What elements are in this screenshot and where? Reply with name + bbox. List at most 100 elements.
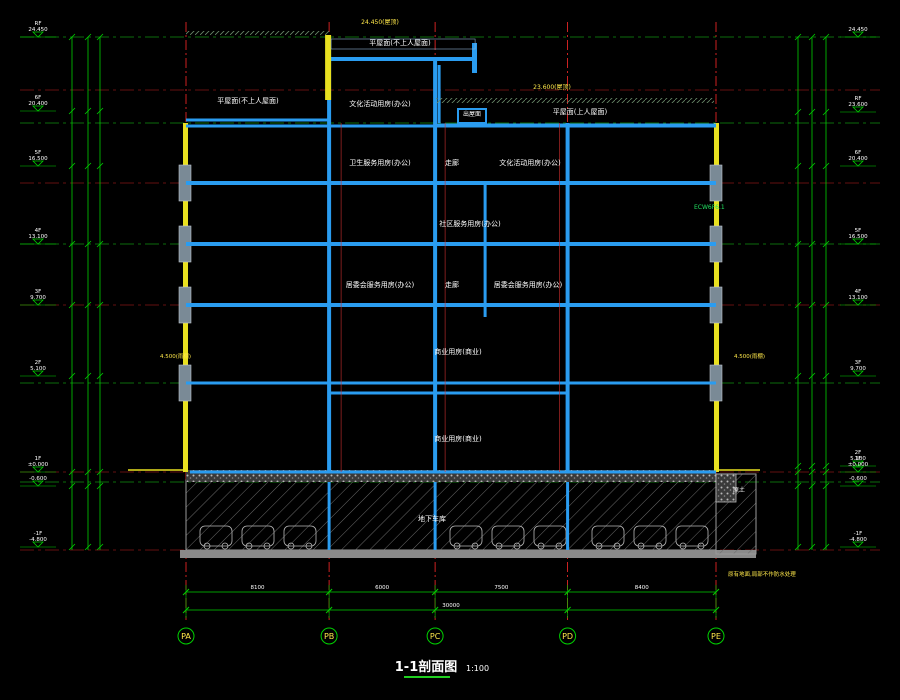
upper-glazing <box>325 35 332 100</box>
ladder-tick <box>794 462 802 470</box>
ladder-tick <box>84 372 92 380</box>
axis-label-PD: PD <box>562 632 573 641</box>
corner-label: 原土 <box>733 486 745 494</box>
level-elevation-label: -4.800 <box>849 537 867 543</box>
car-wheel <box>203 542 211 550</box>
ladder-tick <box>794 33 802 41</box>
level-floor-label: 5F <box>855 228 862 234</box>
ladder-tick <box>68 107 76 115</box>
ladder-tick <box>96 33 104 41</box>
elevation-marker <box>852 480 864 487</box>
floor2-room-label: 商业用房(商业) <box>434 347 482 356</box>
level-floor-label: 2F <box>35 360 42 366</box>
roof-column-c <box>433 57 438 123</box>
car-wheel <box>471 542 479 550</box>
level-elevation-label: 9.700 <box>30 295 46 301</box>
ladder-tick <box>822 162 830 170</box>
axis-bubble-PE <box>707 627 725 645</box>
floor-slab <box>186 242 716 246</box>
level-floor-label: 1F <box>35 456 42 462</box>
level-floor-label: 3F <box>855 360 862 366</box>
total-dimension: 30000 <box>442 603 460 609</box>
ladder-tick <box>68 372 76 380</box>
window-right-note: ECW6F6.1 <box>694 204 725 211</box>
floor3-corridor-label: 走廊 <box>445 280 459 289</box>
level-floor-label: 4F <box>35 228 42 234</box>
elevation-marker <box>32 466 44 473</box>
elevation-marker <box>852 460 864 467</box>
column <box>433 123 438 472</box>
basement-column <box>433 482 437 550</box>
floor1-room-label: 商业用房(商业) <box>434 434 482 443</box>
ladder-tick <box>822 482 830 490</box>
basement-column <box>566 482 570 550</box>
level-floor-label: 5F <box>35 150 42 156</box>
ladder-tick <box>822 301 830 309</box>
car-outline <box>199 525 233 547</box>
slab-1f <box>190 470 716 474</box>
ladder-tick <box>96 372 104 380</box>
corridor-column <box>483 183 487 317</box>
ladder-tick <box>68 301 76 309</box>
car-wheel <box>595 542 603 550</box>
elevation-marker <box>32 370 44 377</box>
ladder-tick <box>808 301 816 309</box>
floor-slab <box>186 303 716 307</box>
car-outline <box>491 525 525 547</box>
ladder-tick <box>84 33 92 41</box>
span-dimension: 8100 <box>251 585 265 591</box>
elevation-marker <box>852 370 864 377</box>
ladder-tick <box>808 462 816 470</box>
axis-bubble-PB <box>320 627 338 645</box>
ladder-tick <box>808 543 816 551</box>
car-outline <box>675 525 709 547</box>
car-wheel <box>221 542 229 550</box>
elevation-marker <box>32 31 44 38</box>
roof-planting-right <box>436 98 714 103</box>
level-elevation-label: ±0.000 <box>848 462 869 468</box>
ladder-tick <box>794 301 802 309</box>
drawing-title-block: 1-1剖面图 1:100 <box>395 659 489 678</box>
axis-bubble-PC <box>426 627 444 645</box>
car-outline <box>633 525 667 547</box>
elevation-marker <box>852 466 864 473</box>
ladder-tick <box>808 33 816 41</box>
level-elevation-label: 16.500 <box>28 156 48 162</box>
ladder-tick <box>84 240 92 248</box>
car-wheel <box>555 542 563 550</box>
ladder-tick <box>96 107 104 115</box>
level-elevation-label: ±0.000 <box>28 462 49 468</box>
ladder-tick <box>822 462 830 470</box>
elevation-marker <box>32 105 44 112</box>
ladder-tick <box>822 543 830 551</box>
column <box>565 123 570 472</box>
right-roof-slab <box>436 123 716 127</box>
level-floor-label: RF <box>35 21 42 27</box>
car-wheel <box>697 542 705 550</box>
ladder-tick <box>84 162 92 170</box>
ladder-tick <box>794 240 802 248</box>
roof-exit-box <box>457 108 487 124</box>
car-outline <box>283 525 317 547</box>
level-floor-label: -1F <box>34 531 43 537</box>
ladder-tick <box>794 543 802 551</box>
car-wheel <box>679 542 687 550</box>
basement-hatch <box>185 479 717 551</box>
upper-column <box>437 65 441 123</box>
level-floor-label: 6F <box>855 150 862 156</box>
ladder-tick <box>96 482 104 490</box>
car-wheel <box>245 542 253 550</box>
span-dimension: 8400 <box>635 585 649 591</box>
axis-label-PC: PC <box>430 632 441 641</box>
floor3-room-a-label: 居委会服务用房(办公) <box>346 280 415 289</box>
ladder-tick <box>808 108 816 116</box>
level-elevation-label: -0.600 <box>849 476 867 482</box>
floor5-corridor-label: 走廊 <box>445 158 459 167</box>
slab-2f-mezzanine <box>329 391 568 395</box>
span-dimension: 7500 <box>494 585 508 591</box>
level-floor-label: 1F <box>855 456 862 462</box>
ladder-tick <box>84 107 92 115</box>
elevation-marker <box>32 480 44 487</box>
